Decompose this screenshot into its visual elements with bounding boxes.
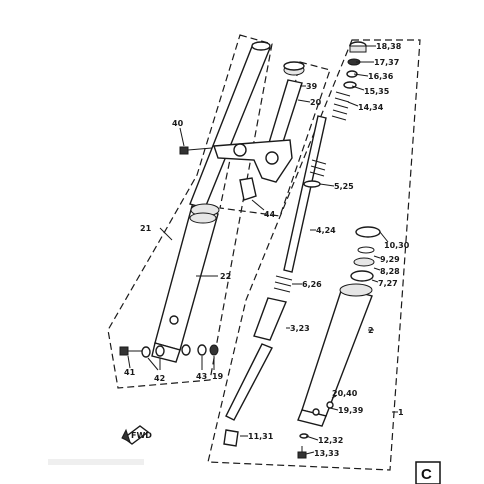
- label-19-left: 19: [212, 372, 224, 381]
- oil-seal-stack: [350, 226, 381, 282]
- right-outer-tube: [297, 283, 373, 427]
- label-3-23: 3,23: [290, 324, 310, 333]
- spring-14-34: [331, 91, 351, 121]
- rebound-spring-6-26: [273, 275, 293, 293]
- under-bracket: [213, 139, 293, 183]
- label-12-32: 12,32: [318, 436, 343, 445]
- label-22: 22: [220, 272, 231, 281]
- bolt-40: [179, 146, 213, 155]
- inner-tube-3-23: [253, 297, 287, 341]
- label-19-39: 19,39: [338, 406, 364, 415]
- label-5-25: 5,25: [334, 182, 354, 191]
- label-40: 40: [172, 119, 184, 128]
- leader-lines: [127, 45, 398, 455]
- label-6-26: 6,26: [302, 280, 322, 289]
- label-10-30: 10,30: [384, 241, 410, 250]
- left-outer-tube: [151, 203, 220, 363]
- label-20: 20: [310, 98, 322, 107]
- label-7-27: 7,27: [378, 279, 398, 288]
- drain-bolt-fasteners: [297, 401, 334, 459]
- label-11-31: 11,31: [248, 432, 274, 441]
- fwd-arrow-icon: FWD: [121, 425, 152, 445]
- label-42: 42: [154, 374, 165, 383]
- label-4-24: 4,24: [316, 226, 336, 235]
- corner-letter: C: [421, 466, 432, 483]
- right-fork-group-outline: [207, 39, 421, 471]
- label-14-34: 14,34: [358, 103, 384, 112]
- label-9-29: 9,29: [380, 255, 400, 264]
- label-21: 21: [140, 224, 152, 233]
- label-13-33: 13,33: [314, 449, 339, 458]
- label-8-28: 8,28: [380, 267, 400, 276]
- left-fork-group-outline: [107, 34, 273, 389]
- label-15-35: 15,35: [364, 87, 390, 96]
- damper-rod: [283, 115, 327, 273]
- faint-watermark: [48, 459, 144, 465]
- inner-tube-11-31: [223, 343, 273, 447]
- cable-guide-44: [239, 177, 257, 201]
- label-17-37: 17,37: [374, 58, 399, 67]
- label-16-36: 16,36: [368, 72, 394, 81]
- cap-bolt-stack: [343, 41, 367, 89]
- label-20-40: 20,40: [332, 389, 358, 398]
- label-41: 41: [124, 368, 136, 377]
- label-43: 43: [196, 372, 207, 381]
- corner-box: [415, 461, 441, 484]
- svg-text:FWD: FWD: [131, 431, 152, 440]
- label-39: 39: [306, 82, 318, 91]
- label-44: 44: [264, 210, 276, 219]
- label-18-38: 18,38: [376, 42, 402, 51]
- label-1: 1: [398, 408, 404, 417]
- axle-fasteners-left: [119, 344, 219, 358]
- label-2: 2: [368, 326, 374, 335]
